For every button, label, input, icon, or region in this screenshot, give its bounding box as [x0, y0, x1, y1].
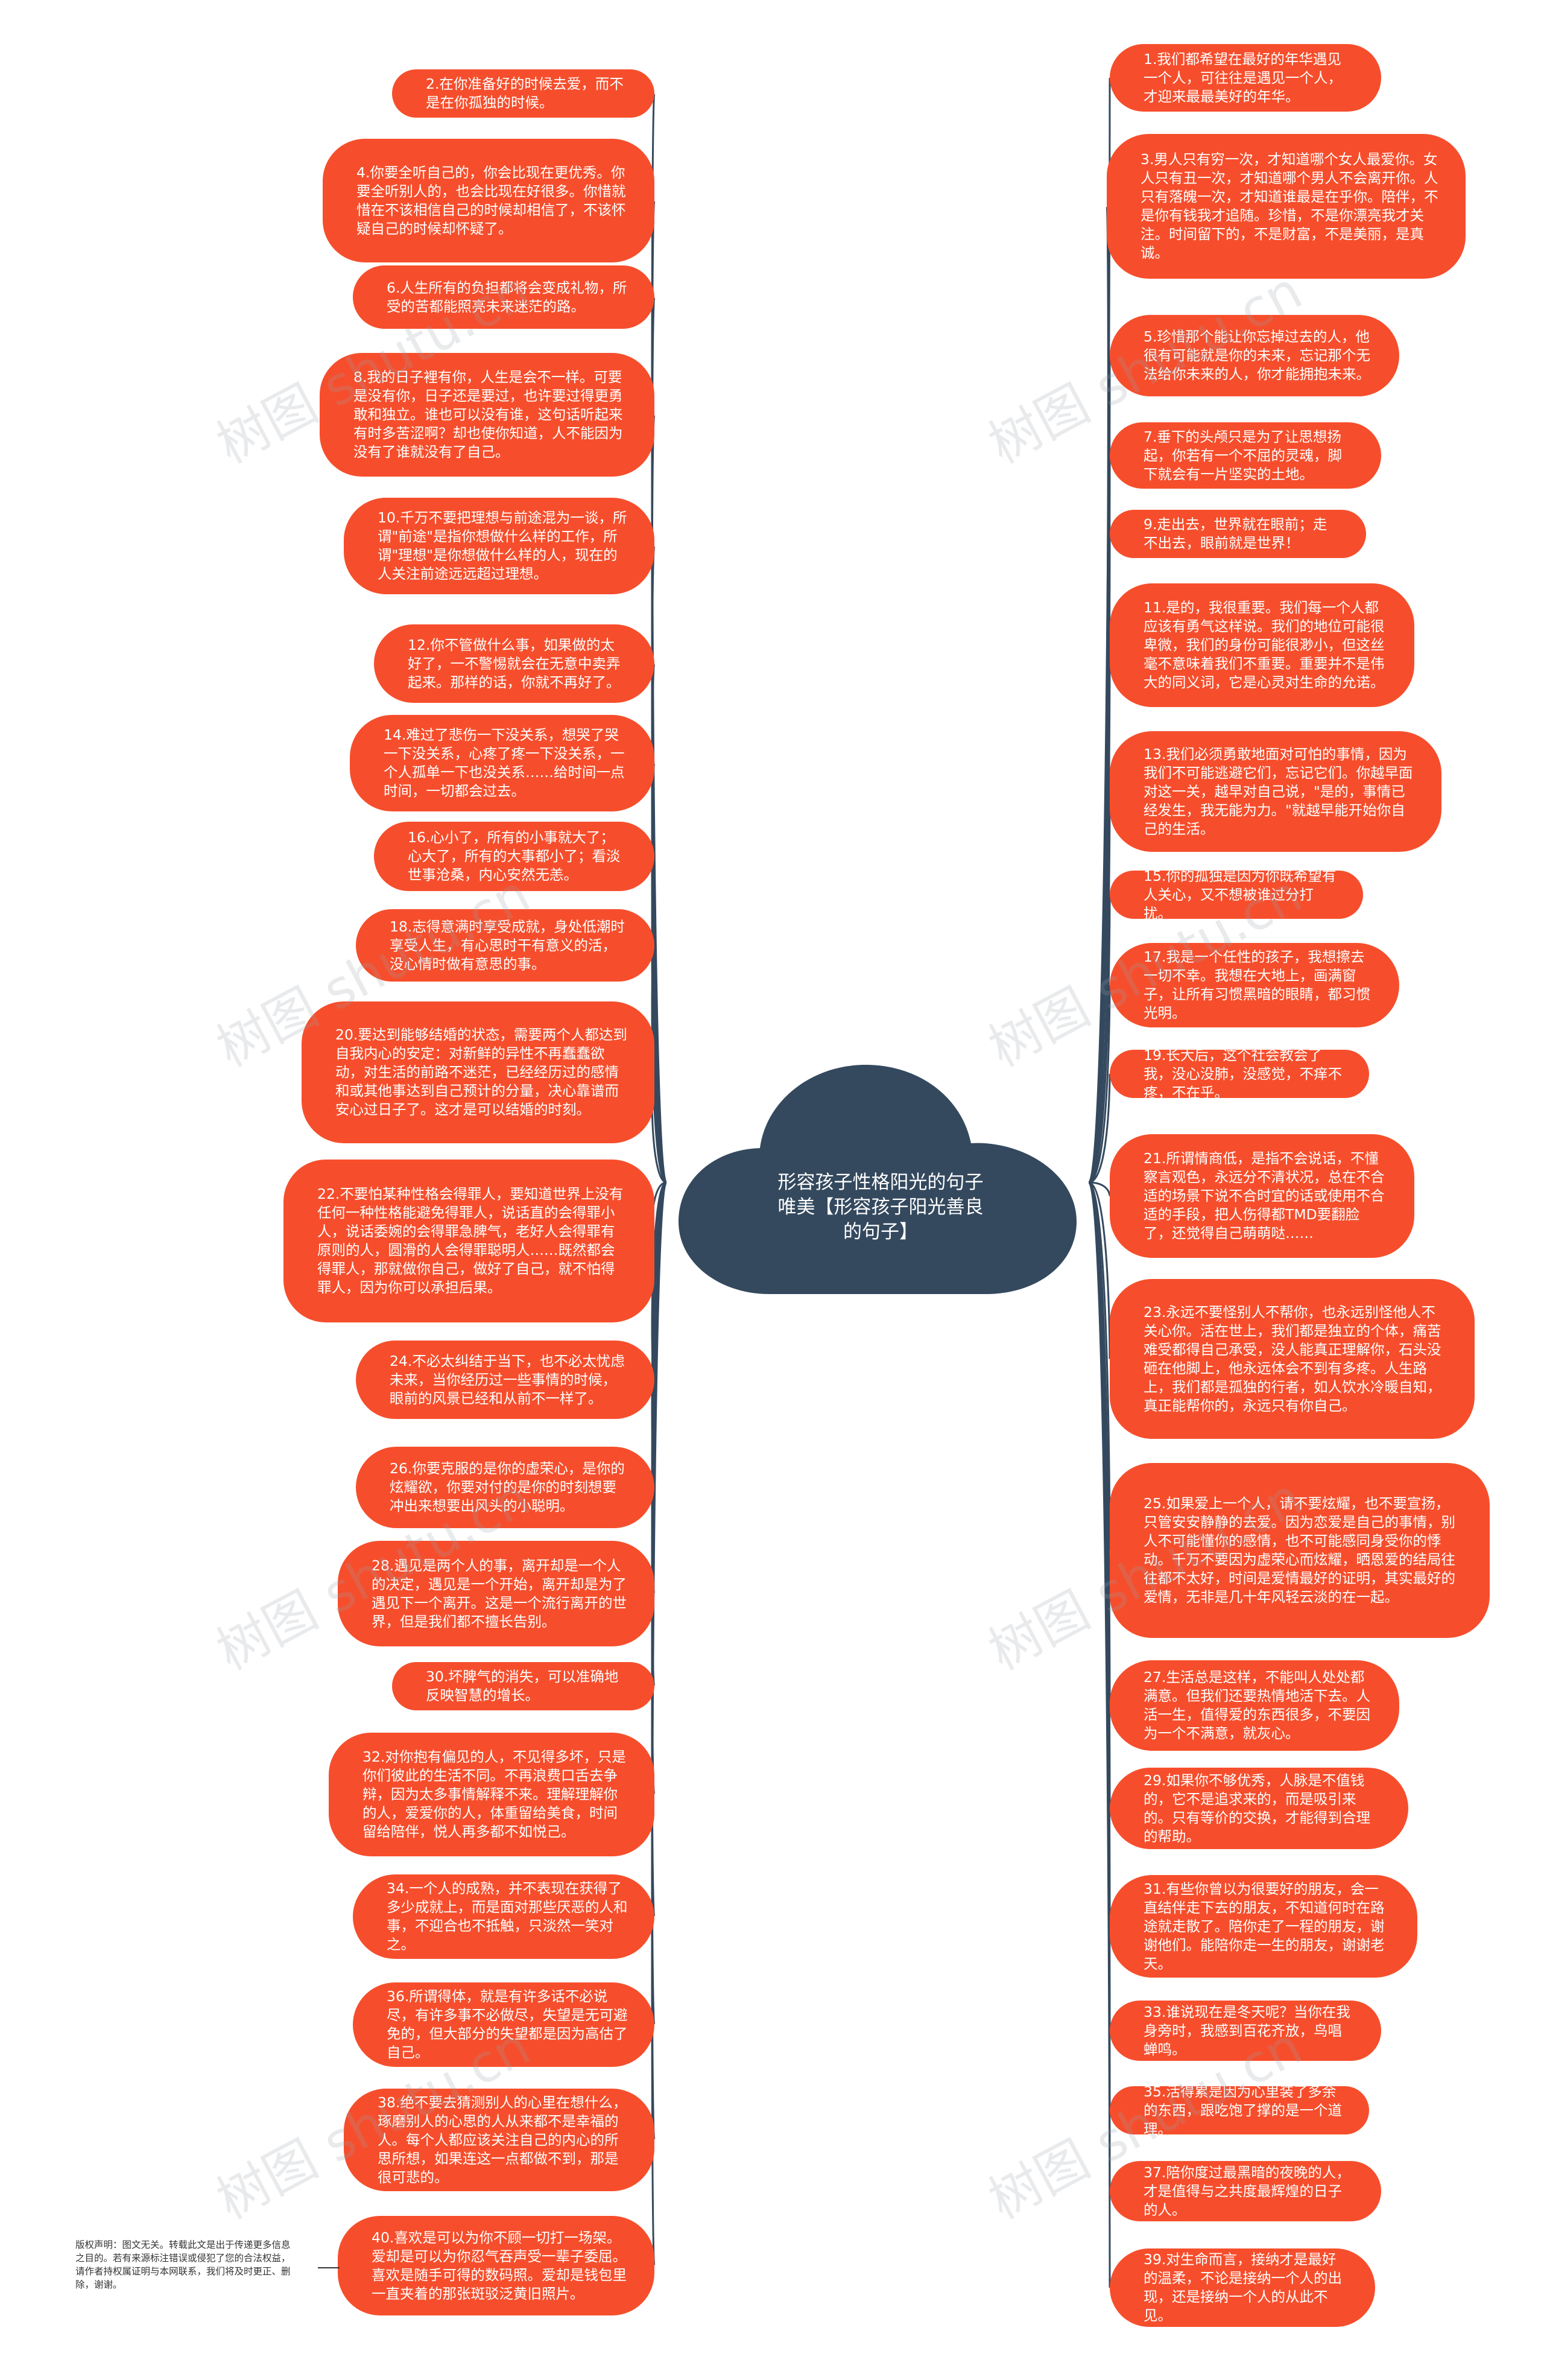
right-node[interactable]: 33.谁说现在是冬天呢？当你在我身旁时，我感到百花齐放，鸟唱蝉鸣。	[1110, 2001, 1381, 2061]
right-node-text: 13.我们必须勇敢地面对可怕的事情，因为我们不可能逃避它们，忘记它们。你越早面对…	[1144, 745, 1413, 837]
right-node[interactable]: 39.对生命而言，接纳才是最好的温柔，不论是接纳一个人的出现，还是接纳一个人的从…	[1110, 2248, 1375, 2327]
right-node[interactable]: 11.是的，我很重要。我们每一个人都应该有勇气这样说。我们的地位可能很卑微，我们…	[1110, 583, 1414, 707]
center-title: 形容孩子性格阳光的句子唯美【形容孩子阳光善良的句子】	[777, 1172, 984, 1243]
left-node[interactable]: 26.你要克服的是你的虚荣心，是你的炫耀欲，你要对付的是你的时刻想要冲出来想要出…	[356, 1447, 654, 1528]
right-connector	[1087, 645, 1111, 1184]
left-node-text: 4.你要全听自己的，你会比现在更优秀。你要全听别人的，也会比现在好很多。你惜就惜…	[356, 163, 626, 237]
left-node-text: 20.要达到能够结婚的状态，需要两个人都达到自我内心的安定：对新鲜的异性不再蠢蠢…	[335, 1026, 627, 1118]
right-node-text: 7.垂下的头颅只是为了让思想扬起，你若有一个不屈的灵魂，脚下就会有一片坚实的土地…	[1144, 428, 1342, 483]
left-node-text: 34.一个人的成熟，并不表现在获得了多少成就上，而是面对那些厌恶的人和事，不迎合…	[387, 1880, 628, 1953]
left-node-text: 30.坏脾气的消失，可以准确地反映智慧的增长。	[426, 1668, 619, 1704]
left-node[interactable]: 36.所谓得体，就是有许多话不必说尽，有许多事不必做尽，失望是无可避免的，但大部…	[353, 1982, 654, 2067]
center-topic[interactable]: 形容孩子性格阳光的句子唯美【形容孩子阳光善良的句子】	[666, 1059, 1089, 1306]
right-node[interactable]: 23.永远不要怪别人不帮你，也永远别怪他人不关心你。活在世上，我们都是独立的个体…	[1110, 1279, 1475, 1439]
right-node-text: 15.你的孤独是因为你既希望有人关心，又不想被谁过分打扰。	[1144, 867, 1337, 922]
left-node-text: 28.遇见是两个人的事，离开却是一个人的决定，遇见是一个开始，离开却是为了遇见下…	[372, 1557, 627, 1630]
left-node-text: 12.你不管做什么事，如果做的太好了，一不警惕就会在无意中卖弄起来。那样的话，你…	[408, 636, 621, 691]
right-node-text: 31.有些你曾以为很要好的朋友，会一直结伴走下去的朋友，不知道何时在路途就走散了…	[1144, 1880, 1385, 1972]
left-node-text: 38.绝不要去猜测别人的心里在想什么，琢磨别人的心思的人从来都不是幸福的人。每个…	[378, 2093, 627, 2186]
right-connector	[1088, 1181, 1111, 1551]
right-node[interactable]: 31.有些你曾以为很要好的朋友，会一直结伴走下去的朋友，不知道何时在路途就走散了…	[1110, 1875, 1417, 1978]
right-node-text: 5.珍惜那个能让你忘掉过去的人，他很有可能就是你的未来，忘记那个无法给你未来的人…	[1144, 328, 1370, 382]
right-connector	[1088, 1073, 1111, 1184]
right-node-text: 37.陪你度过最黑暗的夜晚的人，才是值得与之共度最辉煌的日子的人。	[1144, 2163, 1350, 2218]
left-node[interactable]: 16.心小了，所有的小事就大了；心大了，所有的大事都小了；看淡世事沧桑，内心安然…	[374, 822, 654, 891]
right-node[interactable]: 5.珍惜那个能让你忘掉过去的人，他很有可能就是你的未来，忘记那个无法给你未来的人…	[1110, 315, 1399, 396]
left-node[interactable]: 24.不必太纠结于当下，也不必太忧虑未来，当你经历过一些事情的时候，眼前的风景已…	[356, 1341, 654, 1419]
left-node[interactable]: 2.在你准备好的时候去爱，而不是在你孤独的时候。	[392, 69, 654, 118]
right-node-text: 11.是的，我很重要。我们每一个人都应该有勇气这样说。我们的地位可能很卑微，我们…	[1144, 599, 1385, 691]
right-connector	[1088, 894, 1111, 1184]
left-node[interactable]: 6.人生所有的负担都将会变成礼物，所受的苦都能照亮未来迷茫的路。	[353, 265, 654, 329]
left-node[interactable]: 32.对你抱有偏见的人，不见得多坏，只是你们彼此的生活不同。不再浪费口舌去争辩，…	[329, 1733, 654, 1856]
right-node[interactable]: 1.我们都希望在最好的年华遇见一个人，可往往是遇见一个人，才迎来最最美好的年华。	[1110, 44, 1381, 112]
right-node[interactable]: 19.长大后，这个社会教会了我，没心没肺，没感觉，不痒不疼，不在乎。	[1110, 1047, 1369, 1101]
left-node-text: 24.不必太纠结于当下，也不必太忧虑未来，当你经历过一些事情的时候，眼前的风景已…	[390, 1352, 625, 1407]
right-node-text: 27.生活总是这样，不能叫人处处都满意。但我们还要热情地活下去。人活一生，值得爱…	[1144, 1669, 1370, 1742]
left-node-text: 8.我的日子裡有你，人生是会不一样。可要是没有你，日子还是要过，也许要过得更勇敢…	[353, 369, 623, 460]
cloud-shape	[679, 1065, 1077, 1294]
right-node[interactable]: 25.如果爱上一个人，请不要炫耀，也不要宣扬，只管安安静静的去爱。因为恋爱是自己…	[1110, 1463, 1490, 1638]
left-node-text: 14.难过了悲伤一下没关系，想哭了哭一下没关系，心疼了疼一下没关系，一个人孤单一…	[384, 726, 625, 799]
right-node[interactable]: 15.你的孤独是因为你既希望有人关心，又不想被谁过分打扰。	[1110, 868, 1363, 922]
right-node[interactable]: 13.我们必须勇敢地面对可怕的事情，因为我们不可能逃避它们，忘记它们。你越早面对…	[1110, 731, 1441, 852]
left-node-text: 26.你要克服的是你的虚荣心，是你的炫耀欲，你要对付的是你的时刻想要冲出来想要出…	[390, 1460, 625, 1514]
right-node[interactable]: 37.陪你度过最黑暗的夜晚的人，才是值得与之共度最辉煌的日子的人。	[1110, 2161, 1381, 2221]
left-node[interactable]: 14.难过了悲伤一下没关系，想哭了哭一下没关系，心疼了疼一下没关系，一个人孤单一…	[350, 715, 654, 811]
left-node-text: 2.在你准备好的时候去爱，而不是在你孤独的时候。	[426, 75, 624, 111]
right-node[interactable]: 9.走出去，世界就在眼前；走不出去，眼前就是世界！	[1110, 510, 1366, 558]
left-node[interactable]: 4.你要全听自己的，你会比现在更优秀。你要全听别人的，也会比现在好很多。你惜就惜…	[323, 139, 654, 262]
left-node[interactable]: 18.志得意满时享受成就，身处低潮时享受人生，有心思时干有意义的活，没心情时做有…	[356, 909, 654, 982]
right-node-text: 3.男人只有穷一次，才知道哪个女人最爱你。女人只有丑一次，才知道哪个男人不会离开…	[1141, 151, 1438, 261]
right-node[interactable]: 7.垂下的头颅只是为了让思想扬起，你若有一个不屈的灵魂，脚下就会有一片坚实的土地…	[1110, 422, 1381, 489]
left-node[interactable]: 38.绝不要去猜测别人的心里在想什么，琢磨别人的心思的人从来都不是幸福的人。每个…	[344, 2089, 654, 2191]
left-node[interactable]: 28.遇见是两个人的事，离开却是一个人的决定，遇见是一个开始，离开却是为了遇见下…	[338, 1541, 654, 1646]
copyright-notice: 版权声明：图文无关。转载此文是出于传递更多信息之目的。若有来源标注错误或侵犯了您…	[75, 2239, 291, 2290]
left-node-text: 18.志得意满时享受成就，身处低潮时享受人生，有心思时干有意义的活，没心情时做有…	[390, 918, 625, 973]
left-node[interactable]: 10.千万不要把理想与前途混为一谈，所谓"前途"是指你想做什么样的工作，所谓"理…	[344, 498, 654, 594]
left-connector	[651, 1181, 668, 2267]
right-node[interactable]: 27.生活总是这样，不能叫人处处都满意。但我们还要热情地活下去。人活一生，值得爱…	[1110, 1660, 1399, 1751]
right-connector	[1088, 1181, 1111, 1196]
left-node[interactable]: 34.一个人的成熟，并不表现在获得了多少成就上，而是面对那些厌恶的人和事，不迎合…	[353, 1874, 654, 1959]
right-node-text: 19.长大后，这个社会教会了我，没心没肺，没感觉，不痒不疼，不在乎。	[1144, 1046, 1342, 1101]
right-node-text: 17.我是一个任性的孩子，我想擦去一切不幸。我想在大地上，画满窗子，让所有习惯黑…	[1144, 948, 1370, 1021]
right-node-text: 35.活得累是因为心里装了多余的东西，跟吃饱了撑的是一个道理。	[1144, 2083, 1342, 2137]
right-node[interactable]: 3.男人只有穷一次，才知道哪个女人最爱你。女人只有丑一次，才知道哪个男人不会离开…	[1107, 134, 1466, 279]
left-node[interactable]: 12.你不管做什么事，如果做的太好了，一不警惕就会在无意中卖弄起来。那样的话，你…	[374, 624, 654, 703]
right-node[interactable]: 21.所谓情商低，是指不会说话，不懂察言观色，永远分不清状况，总在不合适的场景下…	[1110, 1134, 1414, 1258]
left-node[interactable]: 40.喜欢是可以为你不顾一切打一场架。爱却是可以为你忍气吞声受一辈子委屈。喜欢是…	[338, 2216, 654, 2315]
right-node-text: 25.如果爱上一个人，请不要炫耀，也不要宣扬，只管安安静静的去爱。因为恋爱是自己…	[1144, 1495, 1455, 1605]
right-node-text: 21.所谓情商低，是指不会说话，不懂察言观色，永远分不清状况，总在不合适的场景下…	[1144, 1150, 1385, 1242]
left-node[interactable]: 22.不要怕某种性格会得罪人，要知道世界上没有任何一种性格能避免得罪人，说话直的…	[283, 1160, 654, 1322]
right-connector	[1088, 791, 1111, 1184]
right-node[interactable]: 35.活得累是因为心里装了多余的东西，跟吃饱了撑的是一个道理。	[1110, 2083, 1369, 2137]
right-node[interactable]: 17.我是一个任性的孩子，我想擦去一切不幸。我想在大地上，画满窗子，让所有习惯黑…	[1110, 943, 1399, 1027]
right-node-text: 33.谁说现在是冬天呢？当你在我身旁时，我感到百花齐放，鸟唱蝉鸣。	[1144, 2003, 1350, 2058]
left-node[interactable]: 8.我的日子裡有你，人生是会不一样。可要是没有你，日子还是要过，也许要过得更勇敢…	[320, 353, 654, 477]
left-node-text: 10.千万不要把理想与前途混为一谈，所谓"前途"是指你想做什么样的工作，所谓"理…	[378, 509, 627, 582]
right-node-text: 9.走出去，世界就在眼前；走不出去，眼前就是世界！	[1144, 516, 1327, 551]
right-connector	[1087, 1181, 1111, 2288]
right-connector	[1088, 1181, 1111, 1359]
left-node[interactable]: 30.坏脾气的消失，可以准确地反映智慧的增长。	[392, 1662, 654, 1710]
right-node-text: 1.我们都希望在最好的年华遇见一个人，可往往是遇见一个人，才迎来最最美好的年华。	[1144, 50, 1342, 105]
copyright-divider	[318, 2267, 340, 2268]
left-node-text: 6.人生所有的负担都将会变成礼物，所受的苦都能照亮未来迷茫的路。	[387, 279, 627, 315]
left-node-text: 36.所谓得体，就是有许多话不必说尽，有许多事不必做尽，失望是无可避免的，但大部…	[387, 1988, 628, 2061]
left-node[interactable]: 20.要达到能够结婚的状态，需要两个人都达到自我内心的安定：对新鲜的异性不再蠢蠢…	[302, 1001, 654, 1143]
right-connector	[1088, 985, 1111, 1184]
right-node-text: 29.如果你不够优秀，人脉是不值钱的，它不是追求来的，而是吸引来的。只有等价的交…	[1144, 1771, 1370, 1845]
left-node-text: 32.对你抱有偏见的人，不见得多坏，只是你们彼此的生活不同。不再浪费口舌去争辩，…	[362, 1748, 626, 1840]
left-node-text: 22.不要怕某种性格会得罪人，要知道世界上没有任何一种性格能避免得罪人，说话直的…	[317, 1185, 624, 1296]
left-node-text: 16.心小了，所有的小事就大了；心大了，所有的大事都小了；看淡世事沧桑，内心安然…	[408, 829, 621, 883]
right-node-text: 39.对生命而言，接纳才是最好的温柔，不论是接纳一个人的出现，还是接纳一个人的从…	[1144, 2251, 1342, 2324]
left-node-text: 40.喜欢是可以为你不顾一切打一场架。爱却是可以为你忍气吞声受一辈子委屈。喜欢是…	[372, 2229, 627, 2302]
right-node-text: 23.永远不要怪别人不帮你，也永远别怪他人不关心你。活在世上，我们都是独立的个体…	[1144, 1303, 1441, 1414]
right-node[interactable]: 29.如果你不够优秀，人脉是不值钱的，它不是追求来的，而是吸引来的。只有等价的交…	[1110, 1768, 1408, 1849]
